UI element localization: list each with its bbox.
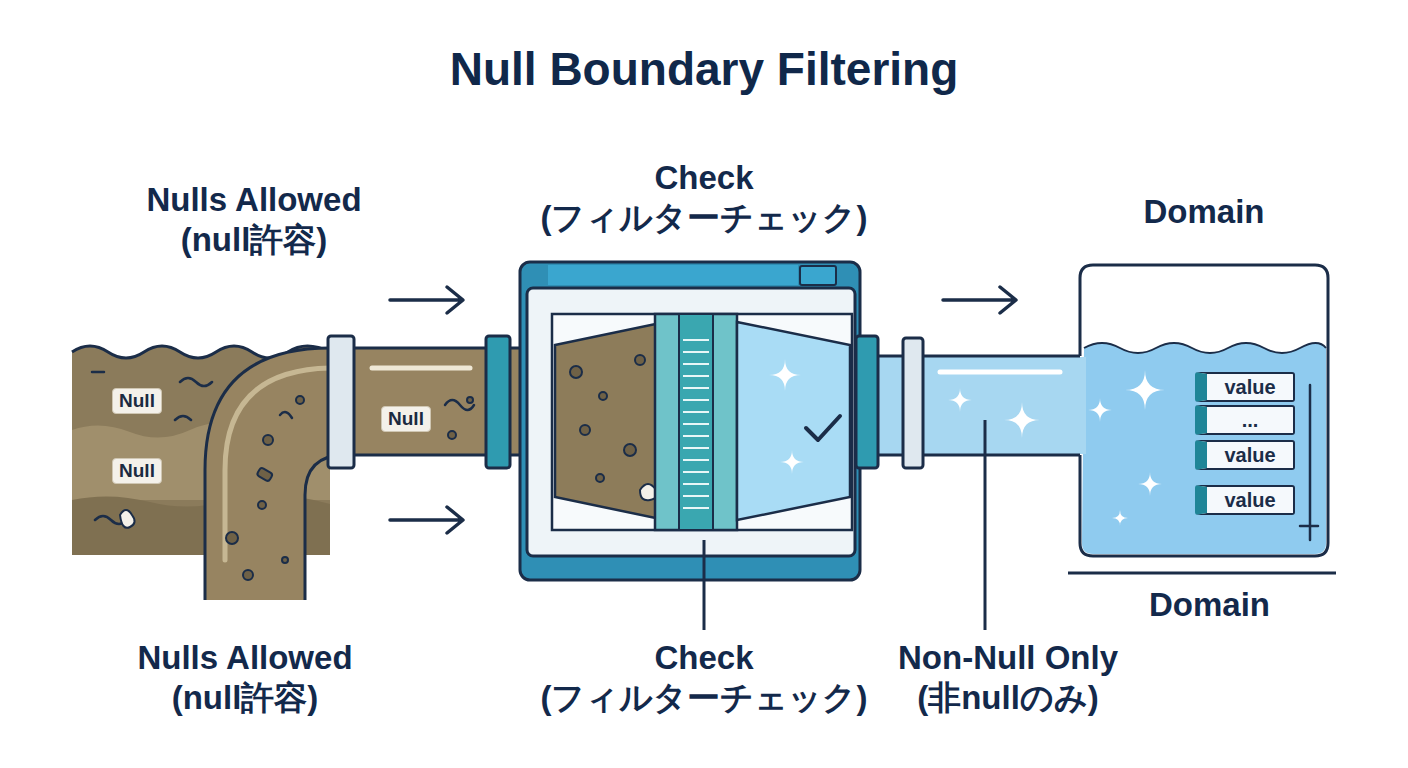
value-text: value [1217, 443, 1283, 467]
value-row: value [1195, 440, 1295, 470]
bone-debris [120, 510, 135, 528]
check-mark [806, 416, 840, 440]
flow-arrow [390, 507, 463, 533]
pipe-wall [205, 348, 522, 600]
sparkle [1138, 472, 1162, 496]
clean-cone [737, 322, 850, 520]
debris [599, 392, 607, 400]
stage-label: Check (フィルターチェック) [487, 638, 921, 717]
dirty-cone [555, 322, 665, 520]
mud-pipe [205, 348, 522, 600]
sparkles [948, 370, 1165, 526]
pipe-flange [486, 336, 510, 468]
debris [580, 425, 590, 435]
null-text: Null [119, 390, 155, 413]
sparkle [1004, 402, 1040, 438]
null-text: Null [388, 408, 424, 431]
stage-label: Nulls Allowed (null許容) [70, 180, 439, 259]
mud-squiggle [92, 372, 212, 524]
clean-pipe [858, 357, 1086, 454]
diagram-title: Null Boundary Filtering [450, 42, 959, 97]
debris [467, 397, 473, 403]
tank-heading: Domain [1080, 192, 1328, 232]
flow-arrow [943, 287, 1016, 313]
debris [256, 467, 273, 482]
debris [296, 396, 304, 404]
mesh-lines [683, 340, 709, 508]
leader-line [703, 540, 706, 630]
sparkle [948, 388, 972, 412]
mud-squiggle [280, 400, 474, 418]
domain-tank-outline [1080, 265, 1328, 556]
pipe-wall [305, 455, 522, 600]
null-tag: Null [112, 388, 162, 415]
sparkle [1112, 510, 1128, 526]
pipe-wall [858, 356, 1080, 455]
pipe-highlight [372, 366, 470, 371]
debris [570, 366, 582, 378]
filter-mesh [655, 314, 737, 530]
housing-tab [800, 266, 836, 285]
scale-mark [1300, 385, 1318, 540]
water-surface [1084, 343, 1326, 353]
domain-water [1082, 343, 1326, 554]
null-tag: Null [381, 406, 431, 433]
sparkles [769, 359, 804, 474]
debris [258, 501, 266, 509]
debris [282, 557, 288, 563]
flow-arrow [390, 287, 463, 313]
value-row: value [1195, 485, 1295, 515]
domain-tank: Domainvalue...valuevalue [1080, 265, 1328, 556]
filter-housing [520, 262, 860, 580]
value-row: ... [1195, 405, 1295, 435]
debris [448, 431, 456, 439]
domain-underline [1068, 572, 1336, 575]
stage-label: Nulls Allowed (null許容) [61, 638, 430, 717]
debris [624, 444, 636, 456]
filter-frame [527, 288, 855, 556]
debris [635, 355, 645, 365]
pipe-flange [903, 338, 923, 468]
sparkle [1088, 398, 1112, 422]
pipe-flange [856, 336, 878, 468]
null-tag: Null [112, 458, 162, 485]
value-text: ... [1217, 408, 1283, 432]
debris [596, 474, 604, 482]
sparkle [1125, 370, 1165, 410]
pipe-highlight [940, 370, 1060, 375]
value-text: value [1217, 488, 1283, 512]
sparkle [780, 450, 804, 474]
stage-label: Non-Null Only (非nullのみ) [804, 638, 1213, 717]
debris [570, 355, 657, 500]
debris [226, 532, 238, 544]
debris [243, 570, 253, 580]
value-text: value [1217, 375, 1283, 399]
stage-label: Domain [1149, 585, 1270, 625]
debris [263, 435, 273, 445]
null-text: Null [119, 460, 155, 483]
filter-mesh-core [679, 314, 713, 530]
pipe-flange [328, 336, 354, 468]
stage-label: Check (フィルターチェック) [487, 158, 921, 237]
housing-band [548, 265, 798, 285]
sparkle [769, 359, 801, 391]
value-row: value [1195, 372, 1295, 402]
filter-window [552, 314, 852, 530]
leader-line [984, 420, 987, 630]
